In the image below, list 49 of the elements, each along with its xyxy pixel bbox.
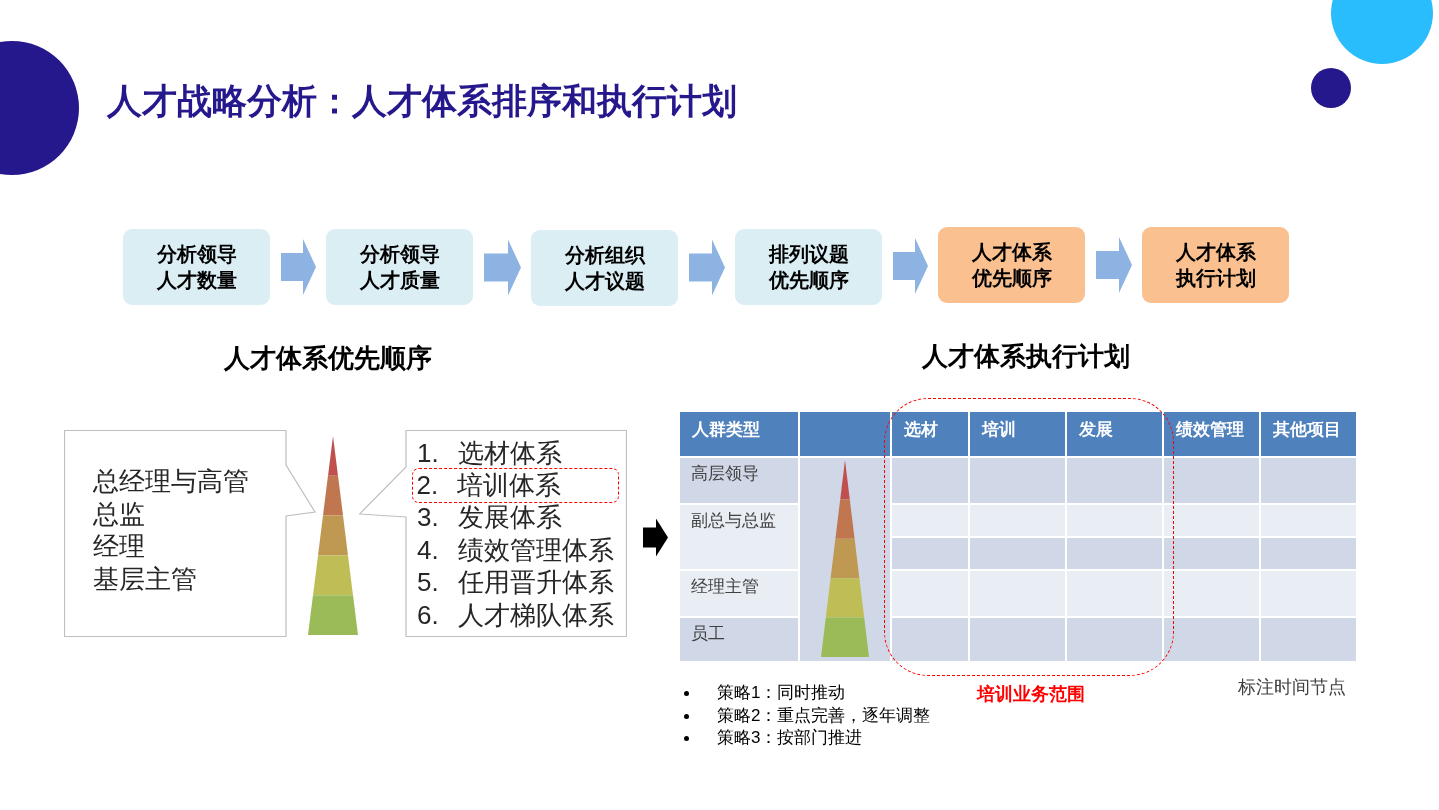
process-box <box>123 229 270 305</box>
list-item: 4. 绩效管理体系 <box>417 533 614 566</box>
column-header: 发展 <box>1067 412 1162 456</box>
title: 人才战略分析：人才体系排序和执行计划 <box>107 80 737 122</box>
process-box <box>531 230 678 306</box>
list-item: 2. 培训体系 <box>416 470 562 500</box>
scope-label: 培训业务范围 <box>977 683 1085 706</box>
row-header: 高层领导 <box>680 458 798 503</box>
column-header: 培训 <box>970 412 1065 456</box>
list-item: 3. 发展体系 <box>417 501 562 534</box>
row-header: 副总与总监 <box>680 505 798 569</box>
column-header: 选材 <box>892 412 968 456</box>
section-heading: 人才体系执行计划 <box>922 340 1130 373</box>
column-header: 其他项目 <box>1261 412 1356 456</box>
row-header: 经理主管 <box>680 571 798 616</box>
arrow <box>484 239 521 296</box>
step-label: 人才体系执行计划 <box>1174 240 1257 291</box>
column-header: 人群类型 <box>680 412 798 456</box>
arrow <box>893 238 928 294</box>
strategy-text: 策略2：重点完善，逐年调整 <box>717 705 931 727</box>
arrow <box>1096 237 1132 293</box>
list-item: 1. 选材体系 <box>417 437 562 470</box>
process-box <box>326 229 473 305</box>
step-label: 人才体系优先顺序 <box>970 240 1053 291</box>
callout-text: 经理 <box>93 530 145 563</box>
process-box <box>938 227 1085 303</box>
process-box <box>735 229 882 305</box>
step-label: 分析领导人才数量 <box>155 242 238 293</box>
list-item: 6. 人才梯队体系 <box>417 598 614 631</box>
callout-box <box>359 430 627 637</box>
arrow <box>689 239 725 296</box>
section-heading: 人才体系优先顺序 <box>224 342 432 375</box>
step-label: 排列议题优先顺序 <box>767 242 850 293</box>
callout-text: 基层主管 <box>93 562 197 595</box>
callout-text: 总监 <box>93 497 145 530</box>
note-text: 标注时间节点 <box>1238 676 1346 699</box>
row-header: 员工 <box>680 618 798 661</box>
step-label: 分析组织人才议题 <box>563 243 647 294</box>
list-item: 5. 任用晋升体系 <box>417 566 614 599</box>
strategy-text: 策略1：同时推动 <box>717 682 846 704</box>
arrow <box>643 518 668 557</box>
callout-box <box>64 430 316 637</box>
strategy-text: 策略3：按部门推进 <box>717 727 863 749</box>
callout-text: 总经理与高管 <box>93 465 249 498</box>
process-box <box>1142 227 1289 303</box>
arrow <box>281 239 316 295</box>
data-table <box>680 412 1356 661</box>
step-label: 分析领导人才质量 <box>358 242 441 293</box>
column-header: 绩效管理 <box>1164 412 1259 456</box>
